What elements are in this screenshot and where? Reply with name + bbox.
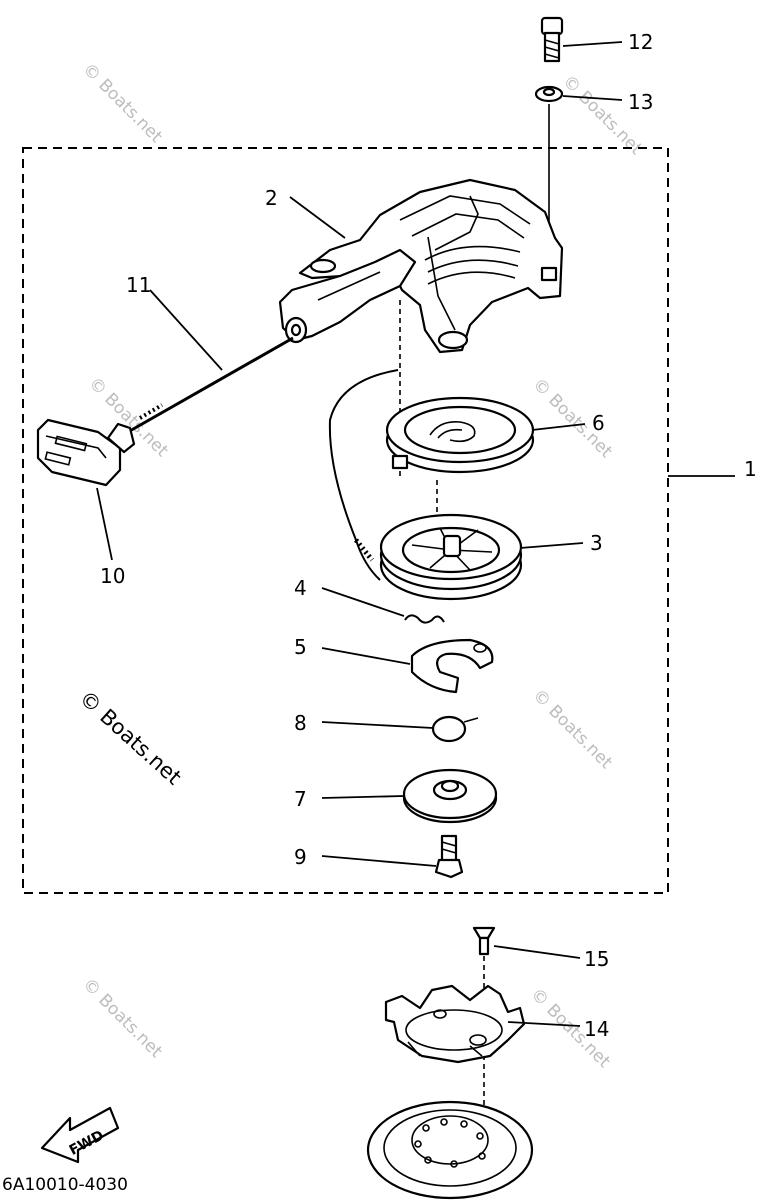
starter-cable-part-11: [127, 336, 294, 434]
watermark-main: © Boats.net: [75, 686, 186, 790]
flywheel: [366, 1100, 534, 1200]
watermark-faint: © Boats.net: [78, 59, 166, 147]
starter-drive-part-14: [384, 984, 526, 1064]
callout-3: 3: [590, 531, 603, 555]
leader-9: [321, 855, 437, 867]
callout-12: 12: [628, 30, 653, 54]
faint-watermarks: © Boats.net © Boats.net © Boats.net © Bo…: [78, 59, 646, 1072]
pulley-part-3: [379, 513, 523, 601]
watermark-faint: © Boats.net: [78, 974, 166, 1062]
callout-1: 1: [744, 457, 757, 481]
washer-part-13: [534, 85, 564, 103]
watermark-faint: © Boats.net: [528, 685, 616, 773]
leader-8: [321, 721, 434, 729]
leader-3: [519, 542, 584, 549]
starter-rope: [328, 369, 399, 581]
bolt-part-12: [540, 16, 564, 63]
callout-14: 14: [584, 1017, 609, 1041]
cable-guide-arm: [278, 248, 417, 344]
callout-7: 7: [294, 787, 307, 811]
watermark-faint: © Boats.net: [558, 71, 646, 159]
callout-5: 5: [294, 635, 307, 659]
starter-housing-part-2: [298, 178, 564, 354]
callout-6: 6: [592, 411, 605, 435]
starter-handle-part-10: [36, 418, 136, 487]
callout-8: 8: [294, 711, 307, 735]
assembly-boundary: [22, 147, 669, 894]
forward-arrow-icon: FWD: [40, 1106, 120, 1164]
leader-14: [507, 1021, 581, 1027]
callout-9: 9: [294, 845, 307, 869]
leader-6: [531, 423, 586, 431]
friction-plate-part-8: [431, 715, 479, 743]
drive-pawl-part-5: [410, 638, 494, 694]
callout-11: 11: [126, 273, 151, 297]
leader-15: [493, 945, 581, 959]
leader-2: [289, 196, 346, 239]
leader-12: [562, 41, 623, 47]
leader-7: [321, 795, 405, 799]
leader-4: [321, 587, 405, 617]
callout-10: 10: [100, 564, 125, 588]
leader-11: [149, 289, 223, 371]
screw-part-15: [472, 926, 496, 956]
callout-15: 15: [584, 947, 609, 971]
spring-part-4: [404, 614, 445, 624]
callout-4: 4: [294, 576, 307, 600]
starter-rope-coil: [354, 538, 374, 562]
spring-case-part-6: [385, 396, 535, 474]
drive-plate-part-7: [402, 768, 498, 824]
callout-2: 2: [265, 186, 278, 210]
callout-numbers: 1 2 3 4 5 6 7 8 9 10 11 12 13 14 15: [100, 30, 757, 1041]
leader-10: [96, 487, 113, 561]
leader-5: [321, 647, 411, 665]
leader-13: [562, 95, 623, 101]
callout-13: 13: [628, 90, 653, 114]
bolt-part-9: [434, 834, 464, 879]
drawing-code: 6A10010-4030: [2, 1175, 128, 1195]
